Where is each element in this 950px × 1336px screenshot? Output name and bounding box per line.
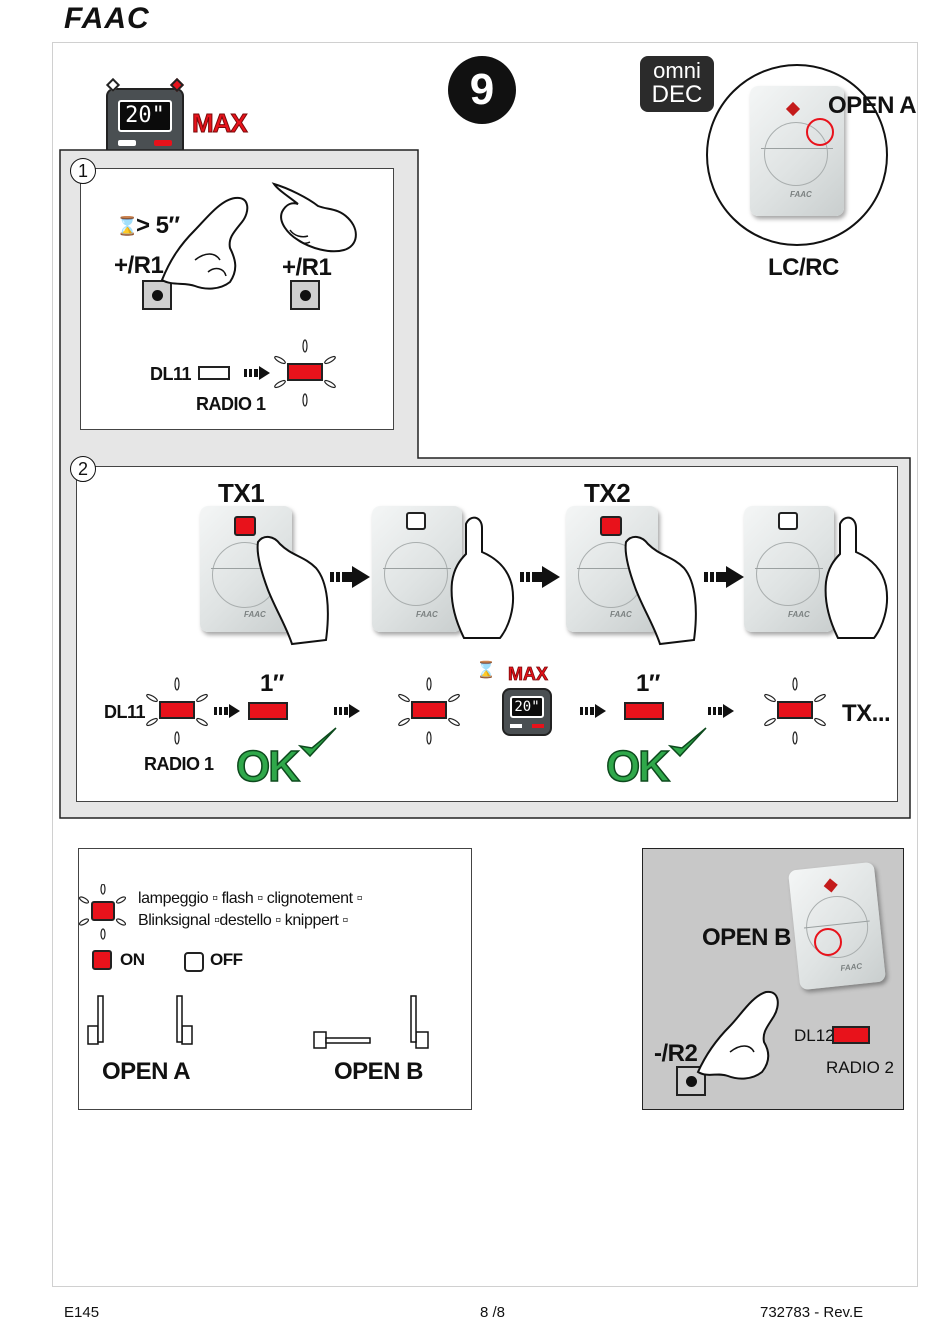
arrow-icon [244,366,270,380]
section1-time-label: > 5″ [136,212,180,239]
legend-panel [78,848,472,1110]
remote-led [823,878,838,893]
programming-display: 20" [106,88,184,160]
step-number: 9 [469,65,495,114]
section1-marker-number: 1 [77,161,88,181]
remote-tx1-released: FAAC [372,506,462,632]
arrow-icon [580,704,606,718]
display-screen: 20" [118,100,172,132]
omnidec-logo-line1: omni [653,58,701,83]
tx2-label: TX2 [584,478,631,508]
hand-release-remote-icon [824,516,888,639]
open-a-button-highlight [806,118,834,146]
display-value-small: 20" [514,699,540,715]
hand-press-remote-icon [624,536,697,646]
section2-led-name: DL11 [104,702,146,722]
ok-badge-1: OK [235,741,301,792]
hand-release-icon [271,182,357,253]
gate-open-a-icon [87,995,193,1045]
tx-more-label: TX... [842,700,891,727]
step-number-badge: 9 [448,56,516,124]
section1-radio-label: RADIO 1 [196,394,266,414]
led-on-1s-2 [624,702,664,720]
checkmark-icon [298,727,337,758]
arrow-icon [214,704,240,718]
open-b-radio-label: RADIO 2 [826,1058,895,1077]
display-value: 20" [125,103,165,128]
display-screen-small: 20" [510,696,544,718]
max-label: MAX [192,108,249,139]
arrow-icon [330,566,370,588]
open-a-label: OPEN A [828,92,917,119]
checkmark-icon [668,727,707,758]
hand-press-icon [696,990,779,1080]
led-dl11-off [198,366,230,380]
remote-tx2-released: FAAC [744,506,834,632]
legend-led-off [184,952,204,972]
led-on-1s-1 [248,702,288,720]
led-flashing-3 [764,677,826,745]
hand-release-remote-icon [450,516,514,639]
omnidec-logo-line2: DEC [651,81,703,108]
time-1s-label-1: 1″ [260,670,284,697]
hourglass-icon: ⌛ [476,662,496,679]
legend-on-label: ON [120,950,145,969]
footer-right: 732783 - Rev.E [760,1304,864,1321]
tx1-label: TX1 [218,478,265,508]
lc-rc-label: LC/RC [768,254,839,281]
legend-flash-line1: lampeggio ▫ flash ▫ clignotement ▫ [138,890,362,907]
open-b-title: OPEN B [702,924,792,951]
page-frame [52,42,918,1287]
section2-radio-label: RADIO 1 [144,754,214,774]
arrow-icon [334,704,360,718]
remote-control-top: FAAC [750,86,844,216]
led-dl12-on [832,1026,870,1044]
omnidec-logo: omni DEC [640,56,714,112]
section1-button-left-label: +/R1 [114,252,164,279]
plus-r1-button-release[interactable] [290,280,320,310]
arrow-icon [704,566,744,588]
ok-badge-2: OK [605,741,671,792]
footer-left: E145 [64,1304,100,1321]
footer-page-number: 8 /8 [480,1304,506,1321]
section2-marker: 2 [70,456,96,482]
brand-logo: FAAC [64,2,150,35]
minus-r2-label: -/R2 [654,1040,698,1067]
led-flashing-legend [78,884,126,940]
legend-flash-line2: Blinksignal ▫destello ▫ knippert ▫ [138,912,348,929]
open-b-led-name: DL12 [794,1026,835,1045]
plus-r1-button-hold[interactable] [142,280,172,310]
remote-control-open-b: FAAC [787,861,887,991]
arrow-icon [708,704,734,718]
section2-max-label: MAX [508,664,549,685]
legend-off-label: OFF [210,950,243,969]
time-1s-label-2: 1″ [636,670,660,697]
hand-press-remote-icon [256,536,329,646]
hourglass-icon: ⌛ [116,216,139,236]
remote-circle [706,64,888,246]
led-dl11-flashing [274,339,336,407]
arrow-icon [520,566,560,588]
led-flashing-1 [146,677,208,745]
section1-led-name: DL11 [150,364,192,384]
open-b-button-highlight [814,928,842,956]
section1-button-right-label: +/R1 [282,254,332,281]
legend-led-on [92,950,112,970]
gate-open-b-icon [313,995,429,1049]
legend-open-a-label: OPEN A [102,1058,191,1085]
programming-display-small: 20" [502,688,552,736]
led-flashing-2 [398,677,460,745]
section1-marker: 1 [70,158,96,184]
legend-open-b-label: OPEN B [334,1058,424,1085]
hand-press-icon [160,196,249,290]
section2-marker-number: 2 [77,459,88,479]
